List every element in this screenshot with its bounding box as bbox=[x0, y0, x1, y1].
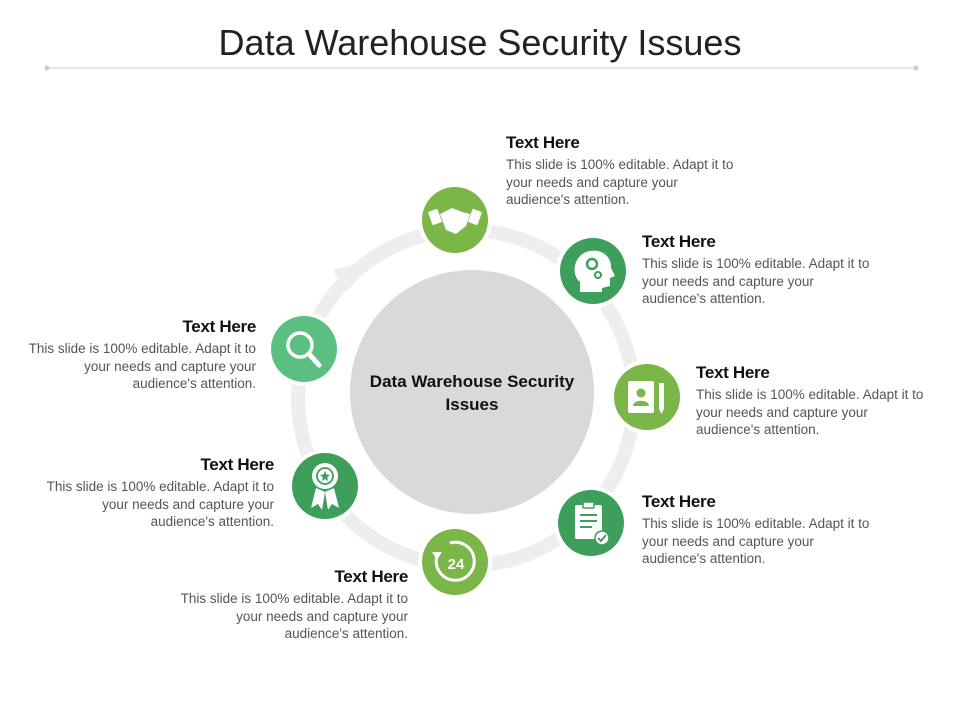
award-ribbon-icon bbox=[311, 463, 339, 510]
contact-book-icon bbox=[628, 381, 664, 414]
24-hours-icon: 24 bbox=[432, 540, 476, 582]
item-heading: Text Here bbox=[200, 455, 274, 474]
item-body: This slide is 100% editable. Adapt it to… bbox=[180, 591, 408, 641]
node-search bbox=[267, 312, 341, 386]
item-body: This slide is 100% editable. Adapt it to… bbox=[642, 256, 870, 306]
handshake-icon bbox=[428, 208, 482, 234]
text-block-7: Text Here This slide is 100% editable. A… bbox=[28, 316, 257, 393]
node-handshake bbox=[418, 183, 492, 257]
item-heading: Text Here bbox=[642, 492, 716, 511]
item-heading: Text Here bbox=[334, 567, 408, 586]
item-body: This slide is 100% editable. Adapt it to… bbox=[642, 516, 870, 566]
item-heading: Text Here bbox=[696, 363, 770, 382]
24-hours-label: 24 bbox=[448, 556, 465, 573]
text-block-4: Text Here This slide is 100% editable. A… bbox=[642, 491, 870, 568]
slide-title: Data Warehouse Security Issues bbox=[218, 22, 742, 63]
node-head-gears bbox=[556, 234, 630, 308]
search-icon bbox=[286, 331, 322, 368]
text-block-5: Text Here This slide is 100% editable. A… bbox=[180, 566, 409, 643]
item-body: This slide is 100% editable. Adapt it to… bbox=[696, 387, 924, 437]
item-body: This slide is 100% editable. Adapt it to… bbox=[28, 341, 256, 391]
item-heading: Text Here bbox=[182, 317, 256, 336]
cycle-arrow-icon bbox=[333, 260, 376, 292]
item-heading: Text Here bbox=[506, 133, 580, 152]
center-label: Data Warehouse Security Issues bbox=[369, 372, 575, 414]
head-gears-icon bbox=[574, 250, 615, 292]
item-body: This slide is 100% editable. Adapt it to… bbox=[46, 479, 274, 529]
node-clipboard-check bbox=[554, 486, 628, 560]
text-block-2: Text Here This slide is 100% editable. A… bbox=[642, 231, 870, 308]
node-24-hours: 24 bbox=[418, 525, 492, 599]
item-body: This slide is 100% editable. Adapt it to… bbox=[506, 157, 734, 207]
item-heading: Text Here bbox=[642, 232, 716, 251]
node-award-ribbon bbox=[288, 449, 362, 523]
text-block-1: Text Here This slide is 100% editable. A… bbox=[506, 132, 734, 209]
title-divider bbox=[44, 65, 919, 71]
node-contact-book bbox=[610, 360, 684, 434]
text-block-3: Text Here This slide is 100% editable. A… bbox=[696, 362, 924, 439]
text-block-6: Text Here This slide is 100% editable. A… bbox=[46, 454, 275, 531]
clipboard-check-icon bbox=[575, 501, 610, 546]
center-circle bbox=[350, 270, 594, 514]
